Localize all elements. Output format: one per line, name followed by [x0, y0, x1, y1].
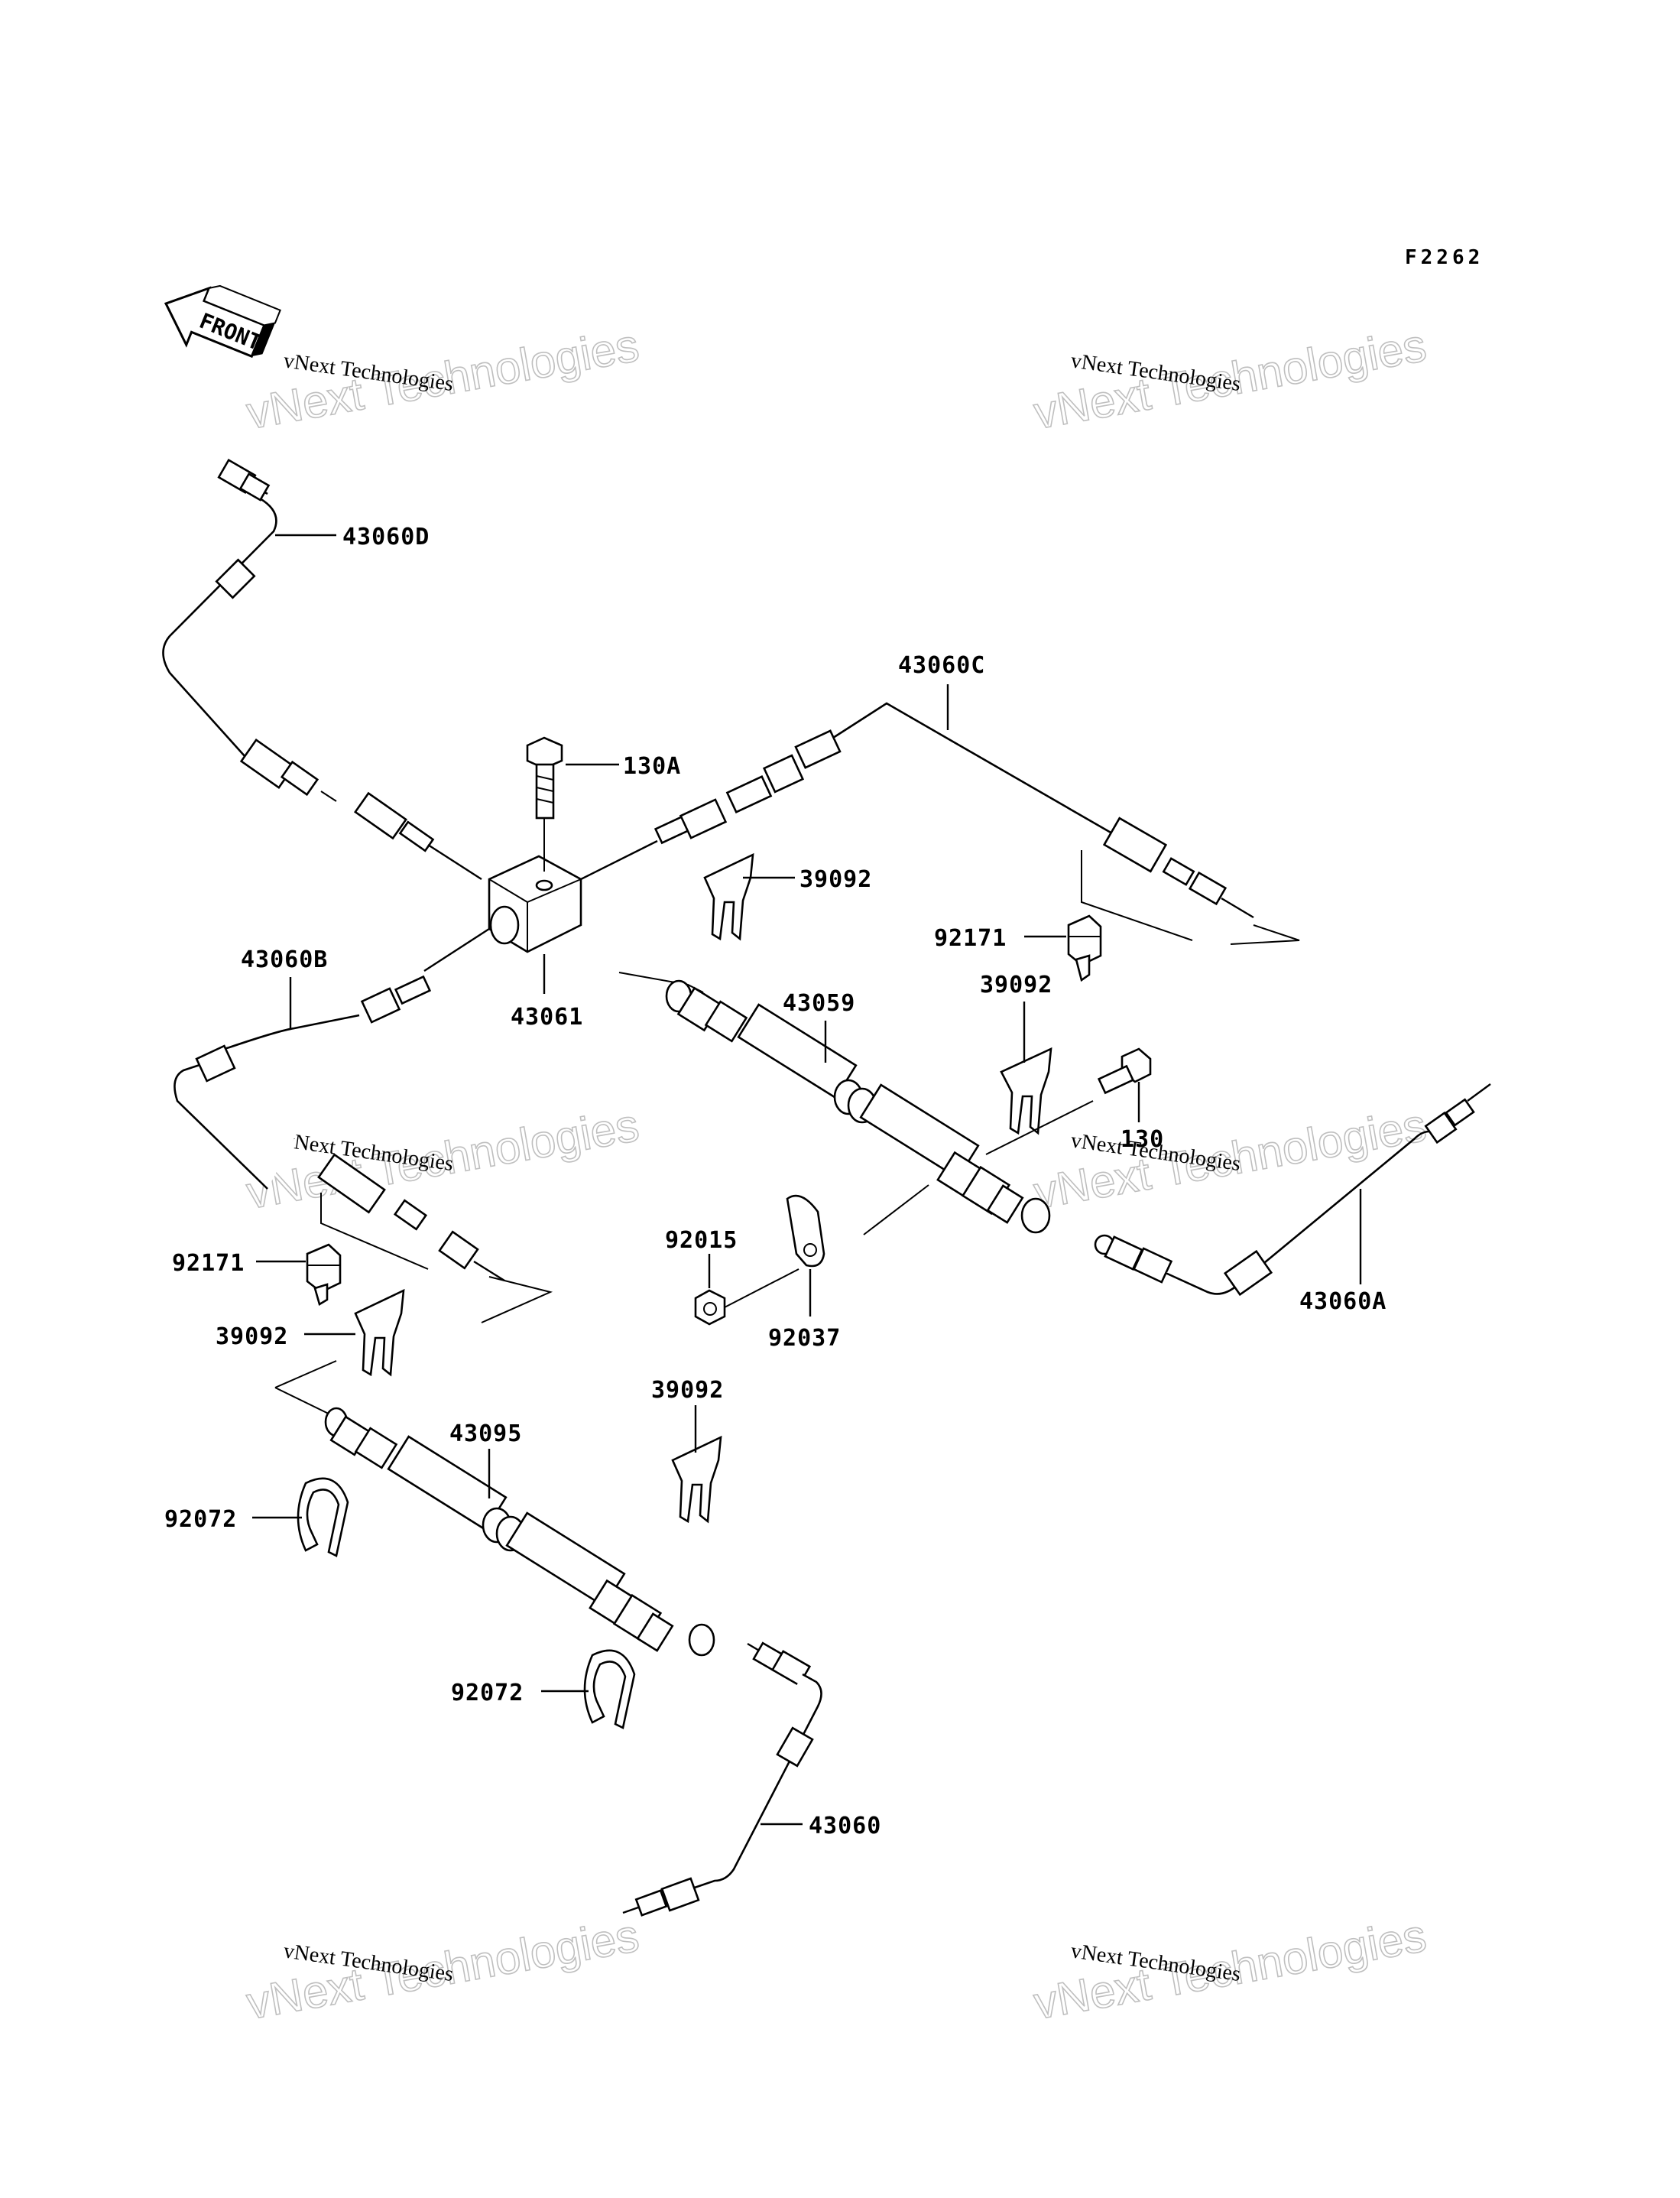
cable-43060b: [174, 927, 505, 1282]
cable-43060a: [1094, 1083, 1491, 1297]
watermark-bottom-right: vNext Technologies vNext Technologies: [1030, 1909, 1431, 2030]
junction-block-43061: [488, 855, 582, 953]
hose-43095: [274, 1360, 715, 1657]
watermark-top-left: vNext Technologies vNext Technologies: [242, 319, 644, 440]
part-label-92171-lower: 92171: [172, 1250, 245, 1277]
band-92072-a: [297, 1477, 349, 1557]
band-92072-b: [583, 1649, 636, 1729]
part-label-39092-c: 39092: [216, 1323, 288, 1350]
part-label-92037: 92037: [768, 1325, 841, 1352]
part-label-92171-upper: 92171: [934, 925, 1007, 952]
part-label-43060b: 43060B: [241, 946, 328, 973]
part-label-43060c: 43060C: [898, 652, 985, 679]
part-label-92015: 92015: [665, 1227, 738, 1254]
part-label-43095: 43095: [449, 1420, 522, 1447]
part-label-43060d: 43060D: [342, 524, 430, 550]
part-label-43059: 43059: [783, 990, 855, 1017]
watermark-bottom-left: vNext Technologies vNext Technologies: [242, 1909, 644, 2030]
bracket-43060c: [1081, 850, 1193, 941]
bracket-43060c-end: [1230, 924, 1300, 945]
watermark-top-right: vNext Technologies vNext Technologies: [1030, 319, 1431, 440]
clamp-92037: [786, 1194, 825, 1268]
clip-92171-upper: [1067, 914, 1102, 982]
nut-to-clamp: [724, 1268, 799, 1308]
cable-43060c: [580, 702, 1254, 919]
part-label-130: 130: [1121, 1126, 1164, 1153]
part-label-43060: 43060: [809, 1813, 881, 1839]
part-label-43061: 43061: [511, 1004, 583, 1031]
part-label-92072-a: 92072: [164, 1506, 237, 1533]
hose-43059: [618, 972, 1094, 1234]
clip-39092-d: [671, 1435, 722, 1524]
clip-39092-b: [1000, 1047, 1052, 1135]
part-label-39092-b: 39092: [980, 972, 1052, 998]
bracket-43059: [863, 1184, 929, 1235]
bracket-43060b: [320, 1193, 429, 1270]
bolt-130: [1097, 1047, 1152, 1095]
part-label-130a: 130A: [623, 753, 681, 780]
front-arrow-icon: FRONT: [164, 284, 281, 359]
nut-92015: [694, 1289, 726, 1326]
figure-code: F2262: [1405, 246, 1484, 269]
bolt-130a: [526, 736, 563, 820]
cable-43060d: [162, 458, 482, 881]
cable-43060: [622, 1641, 822, 1917]
clip-39092-a: [703, 852, 754, 941]
part-label-39092-d: 39092: [651, 1377, 724, 1404]
bracket-43060b-end: [481, 1276, 553, 1323]
part-label-39092-a: 39092: [799, 866, 872, 893]
clip-92171-lower: [306, 1243, 342, 1306]
part-label-43060a: 43060A: [1299, 1288, 1386, 1315]
clip-39092-c: [354, 1288, 405, 1377]
part-label-92072-b: 92072: [451, 1680, 524, 1706]
watermark-mid-right: vNext Technologies vNext Technologies: [1030, 1099, 1431, 1219]
